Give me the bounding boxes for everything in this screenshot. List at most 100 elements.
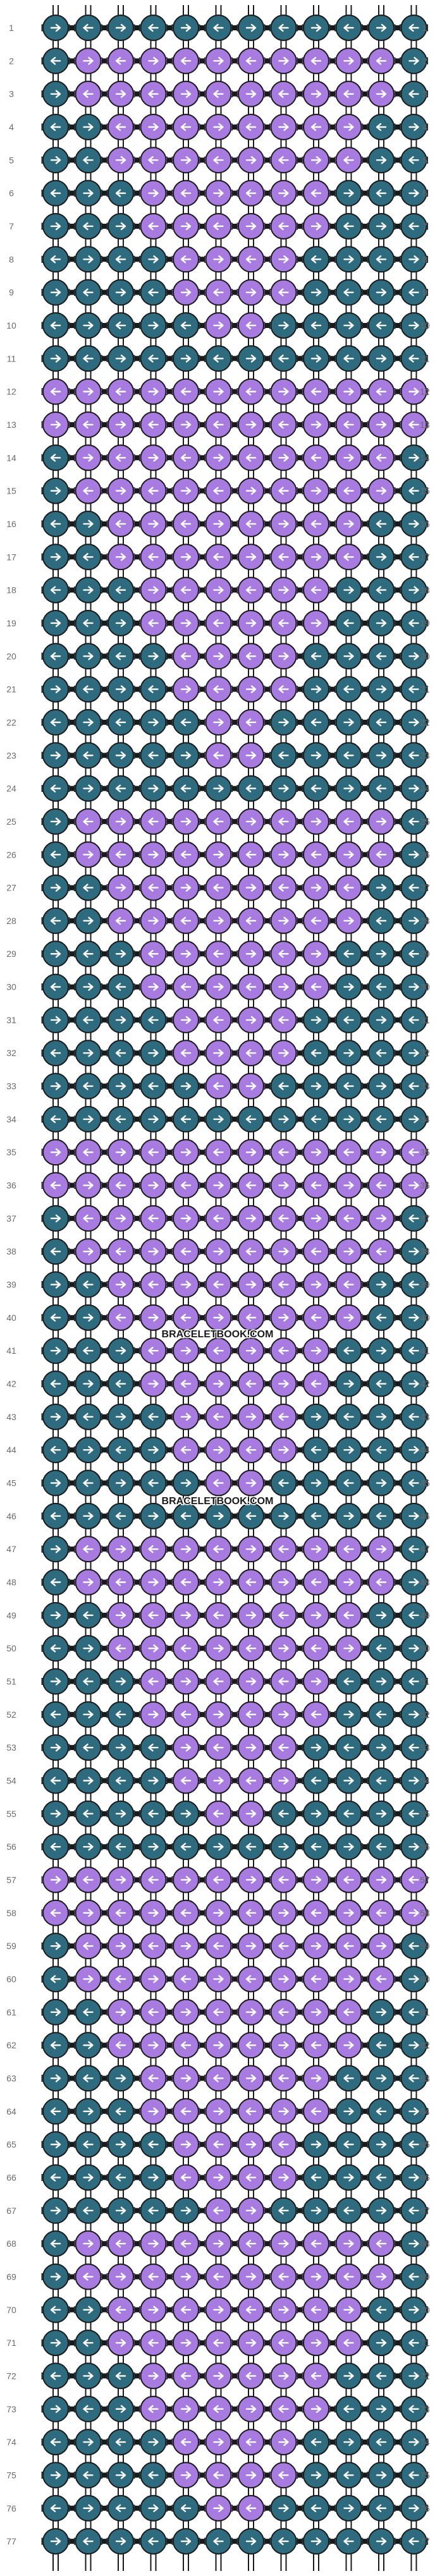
row-number: 34 (420, 1114, 430, 1124)
arrow-right-icon (180, 1148, 192, 1157)
arrow-left-icon (148, 1082, 159, 1090)
arrow-right-icon (83, 321, 94, 330)
arrow-left-icon (148, 1148, 159, 1157)
row-number: 42 (420, 1379, 430, 1389)
arrow-left-icon (148, 288, 159, 296)
arrow-left-icon (213, 1941, 224, 1950)
arrow-left-icon (408, 1743, 419, 1752)
arrow-left-icon (115, 586, 126, 594)
arrow-left-icon (83, 1082, 94, 1090)
arrow-left-icon (343, 1214, 354, 1223)
row-number: 9 (422, 288, 427, 298)
arrow-right-icon (343, 1181, 354, 1189)
arrow-right-icon (343, 2306, 354, 2314)
arrow-left-icon (408, 2537, 419, 2546)
arrow-left-icon (278, 619, 289, 628)
arrow-right-icon (376, 1016, 387, 1024)
row-number: 5 (422, 155, 427, 165)
arrow-right-icon (310, 90, 322, 98)
row-number: 50 (6, 1643, 16, 1653)
arrow-left-icon (213, 1876, 224, 1884)
arrow-right-icon (310, 2074, 322, 2082)
arrow-left-icon (180, 916, 192, 925)
arrow-left-icon (148, 1876, 159, 1884)
row-number: 60 (6, 1974, 16, 1984)
arrow-right-icon (115, 1214, 126, 1223)
arrow-left-icon (376, 2041, 387, 2050)
arrow-right-icon (278, 1909, 289, 1917)
arrow-left-icon (180, 1445, 192, 1454)
arrow-left-icon (278, 2074, 289, 2082)
arrow-right-icon (148, 1181, 159, 1189)
arrow-right-icon (83, 1644, 94, 1653)
arrow-left-icon (83, 1347, 94, 1355)
arrow-right-icon (376, 222, 387, 231)
row-number: 13 (6, 420, 16, 430)
arrow-left-icon (213, 2273, 224, 2281)
row-numbers-left: 1234567891011121314151617181920212223242… (6, 23, 16, 2546)
arrow-right-icon (83, 387, 94, 396)
arrow-left-icon (245, 2372, 257, 2380)
arrow-right-icon (180, 1611, 192, 1620)
arrow-left-icon (148, 884, 159, 892)
row-number: 75 (6, 2470, 16, 2480)
arrow-left-icon (310, 2173, 322, 2182)
row-number: 48 (420, 1577, 430, 1588)
row-number: 30 (420, 982, 430, 992)
arrow-right-icon (245, 1677, 257, 1686)
arrow-left-icon (148, 222, 159, 231)
arrow-right-icon (278, 1115, 289, 1124)
arrow-right-icon (213, 1644, 224, 1653)
arrow-right-icon (245, 420, 257, 429)
row-number: 46 (6, 1511, 16, 1521)
arrow-right-icon (83, 1842, 94, 1851)
row-number: 20 (420, 651, 430, 661)
arrow-left-icon (115, 652, 126, 660)
arrow-right-icon (343, 1445, 354, 1454)
arrow-left-icon (245, 1380, 257, 1388)
arrow-left-icon (408, 2405, 419, 2413)
row-number: 15 (420, 486, 430, 496)
arrow-left-icon (115, 1777, 126, 1785)
arrow-right-icon (50, 2074, 61, 2082)
arrow-left-icon (83, 355, 94, 363)
arrow-left-icon (115, 1181, 126, 1189)
arrow-left-icon (180, 586, 192, 594)
arrow-right-icon (278, 1445, 289, 1454)
arrow-right-icon (83, 2041, 94, 2050)
arrow-right-icon (50, 355, 61, 363)
arrow-right-icon (50, 1876, 61, 1884)
arrow-right-icon (213, 454, 224, 462)
row-number: 30 (6, 982, 16, 992)
row-number: 11 (7, 353, 16, 363)
arrow-right-icon (83, 2306, 94, 2314)
arrow-left-icon (376, 2504, 387, 2512)
arrow-left-icon (376, 586, 387, 594)
arrow-left-icon (408, 156, 419, 164)
arrow-left-icon (245, 454, 257, 462)
row-number: 41 (6, 1346, 16, 1356)
arrow-left-icon (245, 1710, 257, 1719)
arrow-left-icon (213, 950, 224, 958)
arrow-left-icon (343, 2537, 354, 2546)
arrow-right-icon (310, 817, 322, 826)
arrow-left-icon (245, 2504, 257, 2512)
arrow-left-icon (310, 1710, 322, 1719)
arrow-right-icon (376, 1347, 387, 1355)
arrow-right-icon (245, 1743, 257, 1752)
arrow-right-icon (376, 553, 387, 561)
arrow-right-icon (310, 23, 322, 32)
row-number: 9 (9, 288, 14, 298)
row-number: 45 (420, 1478, 430, 1488)
arrow-left-icon (115, 255, 126, 264)
arrow-left-icon (180, 255, 192, 264)
arrow-left-icon (245, 784, 257, 793)
row-number: 16 (420, 519, 430, 529)
arrow-right-icon (408, 1445, 419, 1454)
arrow-right-icon (343, 189, 354, 197)
arrow-left-icon (376, 2372, 387, 2380)
arrow-right-icon (343, 983, 354, 991)
watermark-text: BRACELETBOOK.COM (162, 1496, 274, 1507)
arrow-left-icon (83, 1677, 94, 1686)
arrow-left-icon (148, 1677, 159, 1686)
